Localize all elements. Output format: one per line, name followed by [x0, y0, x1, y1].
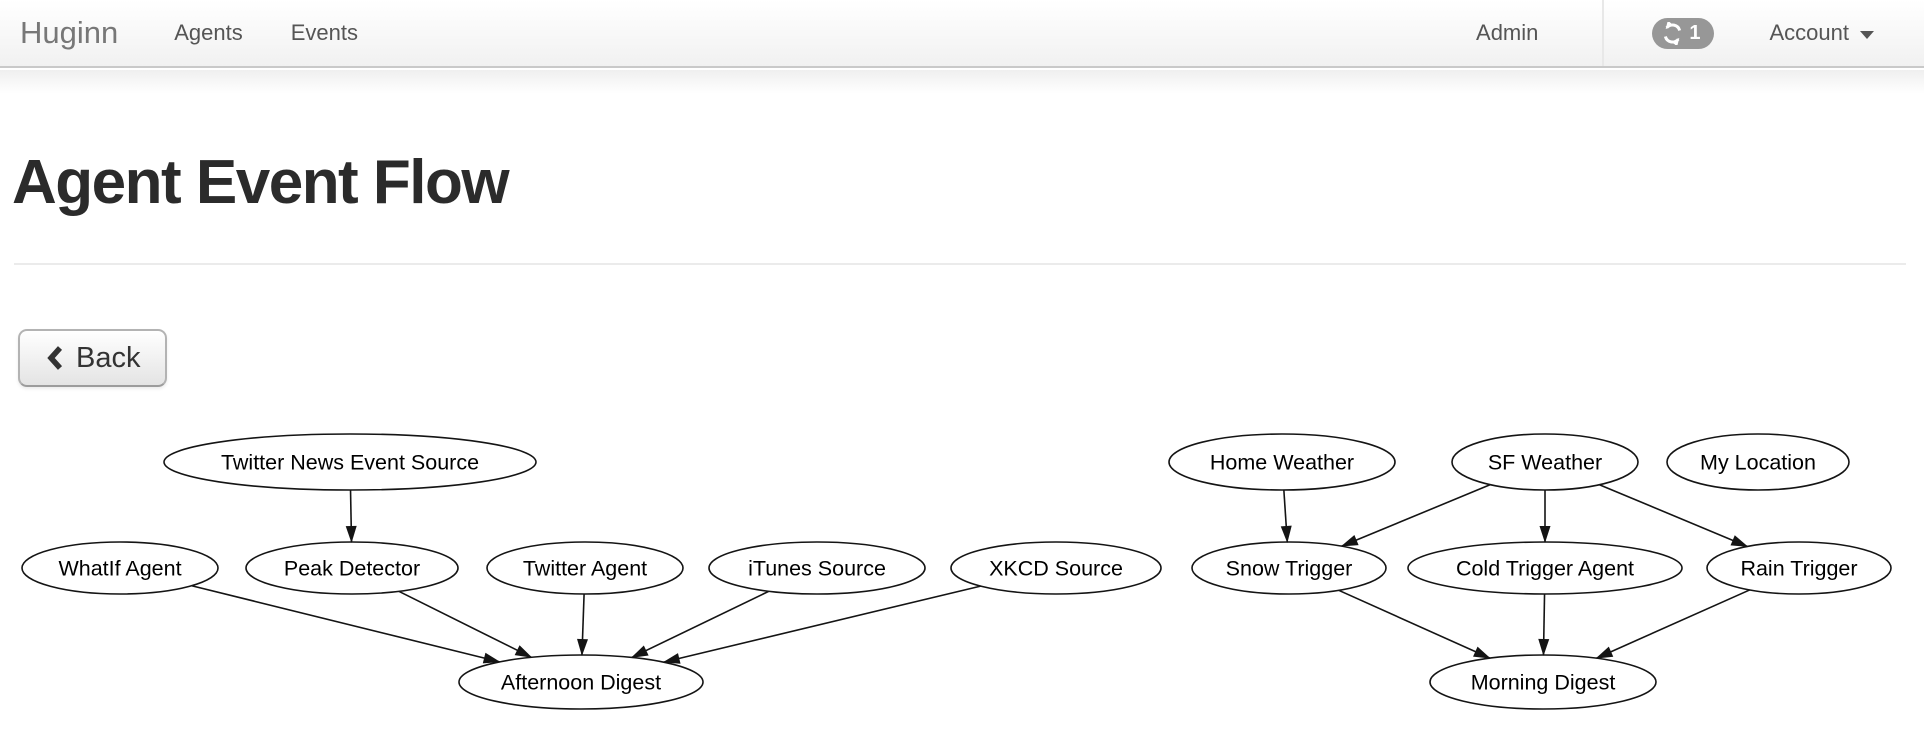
graph-edge-peak-detector-to-afternoon-digest: [398, 590, 533, 659]
top-navbar: Huginn Agents Events Admin: [0, 0, 1924, 68]
graph-node-twitter-news-event-source: [163, 433, 537, 491]
brand-link[interactable]: Huginn: [20, 15, 119, 50]
graph-node-rain-trigger: [1706, 541, 1892, 595]
graph-edge-cold-trigger-agent-to-morning-digest: [1538, 593, 1550, 657]
graph-edge-sf-weather-to-rain-trigger: [1599, 483, 1749, 548]
nav-item-agents[interactable]: Agents: [174, 20, 243, 45]
back-button-label: Back: [76, 341, 141, 374]
graph-edge-xkcd-source-to-afternoon-digest: [662, 585, 981, 664]
graph-node-home-weather: [1168, 433, 1396, 491]
account-menu[interactable]: Account: [1769, 20, 1874, 46]
diagram-edges: [191, 483, 1751, 664]
graph-node-itunes-source: [708, 541, 926, 595]
navbar-shadow: [0, 70, 1924, 94]
graph-edge-twitter-news-event-source-to-peak-detector: [345, 489, 357, 544]
graph-edge-snow-trigger-to-morning-digest: [1338, 589, 1491, 659]
navbar-divider: [1602, 0, 1605, 66]
chevron-left-icon: [45, 344, 63, 372]
graph-node-label-twitter-news-event-source: Twitter News Event Source: [221, 451, 479, 475]
graph-node-label-snow-trigger: Snow Trigger: [1226, 557, 1353, 581]
graph-edge-rain-trigger-to-morning-digest: [1595, 589, 1751, 659]
nav-item-admin[interactable]: Admin: [1476, 20, 1539, 45]
graph-edge-twitter-agent-to-afternoon-digest: [577, 593, 589, 657]
graph-edge-whatif-agent-to-afternoon-digest: [191, 584, 501, 664]
graph-node-label-sf-weather: SF Weather: [1488, 451, 1602, 475]
graph-node-label-rain-trigger: Rain Trigger: [1740, 557, 1857, 581]
graph-node-label-whatif-agent: WhatIf Agent: [58, 557, 181, 581]
graph-node-whatif-agent: [21, 541, 219, 595]
graph-node-label-itunes-source: iTunes Source: [748, 557, 886, 581]
graph-node-label-home-weather: Home Weather: [1210, 451, 1354, 475]
graph-node-my-location: [1666, 433, 1850, 491]
graph-edge-sf-weather-to-snow-trigger: [1340, 483, 1491, 547]
graph-node-label-morning-digest: Morning Digest: [1471, 671, 1616, 695]
back-button[interactable]: Back: [18, 329, 168, 387]
graph-node-label-cold-trigger-agent: Cold Trigger Agent: [1456, 557, 1634, 581]
graph-node-twitter-agent: [486, 541, 684, 595]
graph-node-xkcd-source: [950, 541, 1162, 595]
chevron-down-icon: [1860, 30, 1874, 39]
graph-edge-itunes-source-to-afternoon-digest: [630, 590, 770, 659]
account-label: Account: [1769, 20, 1850, 45]
title-divider: [14, 263, 1906, 265]
nav-item-events[interactable]: Events: [290, 20, 359, 45]
graph-node-label-my-location: My Location: [1700, 451, 1816, 475]
main-nav: Agents Events: [174, 20, 358, 46]
graph-node-label-afternoon-digest: Afternoon Digest: [501, 671, 661, 695]
graph-node-label-xkcd-source: XKCD Source: [989, 557, 1123, 581]
job-queue-badge[interactable]: 1: [1652, 17, 1714, 49]
page-title: Agent Event Flow: [12, 148, 510, 217]
job-queue-count: 1: [1689, 21, 1701, 44]
graph-node-label-peak-detector: Peak Detector: [284, 557, 420, 581]
graph-edge-home-weather-to-snow-trigger: [1280, 489, 1292, 544]
navbar-right: Admin 1 Account: [1476, 0, 1924, 66]
graph-node-label-twitter-agent: Twitter Agent: [523, 557, 647, 581]
refresh-icon: [1661, 21, 1684, 45]
